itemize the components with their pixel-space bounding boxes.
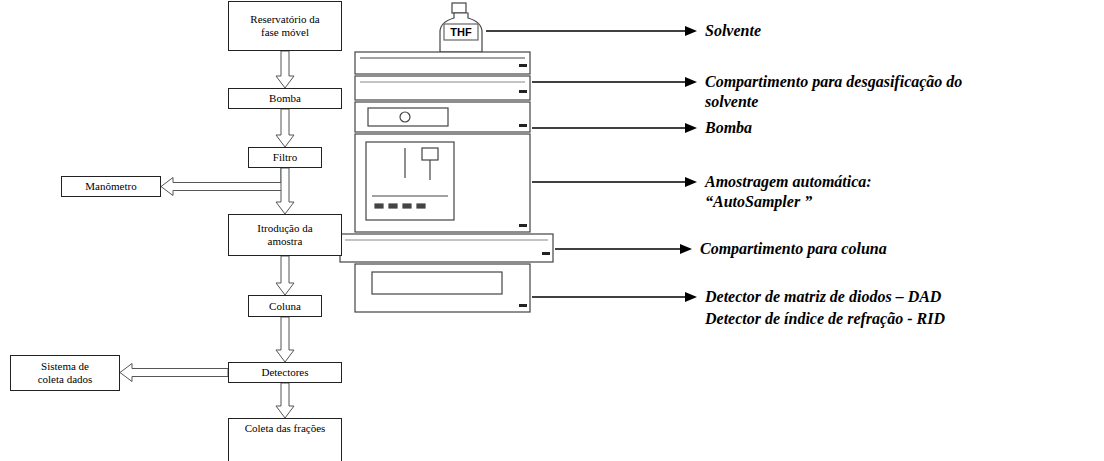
needle-head <box>422 148 438 160</box>
part-label: Detector de matriz de diodos – DAD <box>705 287 941 307</box>
process-box: Coleta das frações <box>228 418 342 461</box>
process-box: Manômetro <box>61 176 161 197</box>
node-text: Bomba <box>269 92 301 105</box>
sampler-rail <box>404 148 405 178</box>
vial <box>403 204 411 208</box>
leader-line <box>532 181 688 183</box>
pump-panel <box>368 108 448 126</box>
bottle-cap <box>452 3 466 13</box>
hplc-stack <box>340 3 553 312</box>
arrowhead <box>685 123 697 133</box>
status-mark <box>519 304 527 307</box>
status-mark <box>519 90 527 93</box>
module-line <box>360 57 525 58</box>
process-box: Reservatório da fase móvel <box>228 1 342 51</box>
leader-line <box>486 30 688 32</box>
part-label: Solvente <box>705 21 761 41</box>
node-text: Manômetro <box>85 180 136 193</box>
flow-arrow <box>276 256 294 295</box>
flow-arrow <box>276 51 294 88</box>
flow-arrow <box>276 383 294 418</box>
tray-line <box>372 195 448 196</box>
status-mark <box>519 124 527 127</box>
arrowhead <box>685 292 697 302</box>
detector-module <box>355 264 530 312</box>
arrowhead <box>685 77 697 87</box>
flow-arrow <box>161 168 281 196</box>
column-compartment <box>340 234 553 262</box>
solvent-bottle <box>440 13 482 52</box>
leader-line <box>532 127 688 129</box>
detector-panel <box>372 272 502 294</box>
pump-knob <box>400 112 410 122</box>
leader-line <box>532 296 688 298</box>
part-label: Bomba <box>705 118 752 138</box>
leader-line <box>555 248 683 250</box>
part-label: Amostragem automática: “AutoSampler ” <box>705 172 905 212</box>
leader-line <box>532 81 688 83</box>
status-mark <box>519 224 527 227</box>
process-box: Sistema de coleta dados <box>10 355 120 391</box>
bottle-label-text: THF <box>444 25 478 39</box>
process-box: Bomba <box>228 88 342 109</box>
process-box: Coluna <box>248 295 322 317</box>
node-text: Detectores <box>261 366 308 379</box>
arrowhead <box>685 177 697 187</box>
process-box: Filtro <box>248 147 322 168</box>
autosampler-window <box>366 142 454 220</box>
needle <box>429 160 430 180</box>
node-text: Sistema de coleta dados <box>31 360 99 385</box>
status-mark <box>519 64 527 67</box>
autosampler-module <box>355 134 530 232</box>
node-text: Reservatório da fase móvel <box>241 13 329 38</box>
vial <box>375 204 383 208</box>
node-text: Coluna <box>269 300 301 313</box>
flow-arrow <box>276 109 294 147</box>
leader-heads <box>680 26 697 302</box>
status-mark <box>542 252 550 255</box>
process-box: Itrodução da amostra <box>228 214 342 256</box>
node-text: Filtro <box>273 151 297 164</box>
module-line <box>345 239 548 240</box>
vial <box>417 204 425 208</box>
process-box: Detectores <box>228 362 342 383</box>
node-text: Itrodução da amostra <box>241 222 329 247</box>
node-text: Coleta das frações <box>245 422 326 435</box>
vial <box>389 204 397 208</box>
pump-module <box>355 102 530 132</box>
status-marks <box>519 64 550 307</box>
arrowhead <box>680 244 692 254</box>
leader-arrows <box>486 31 688 297</box>
degasser-module <box>355 76 530 100</box>
top-module <box>355 52 530 74</box>
flow-arrow <box>120 364 228 382</box>
part-label: Compartimento para desgasificação do sol… <box>705 72 990 112</box>
flow-arrow <box>276 168 294 214</box>
part-label: Detector de índice de refração - RID <box>705 309 945 329</box>
module-line <box>360 81 525 82</box>
flow-arrow <box>276 317 294 362</box>
part-label: Compartimento para coluna <box>700 239 887 259</box>
arrowhead <box>685 26 697 36</box>
bottle-label <box>444 24 478 40</box>
